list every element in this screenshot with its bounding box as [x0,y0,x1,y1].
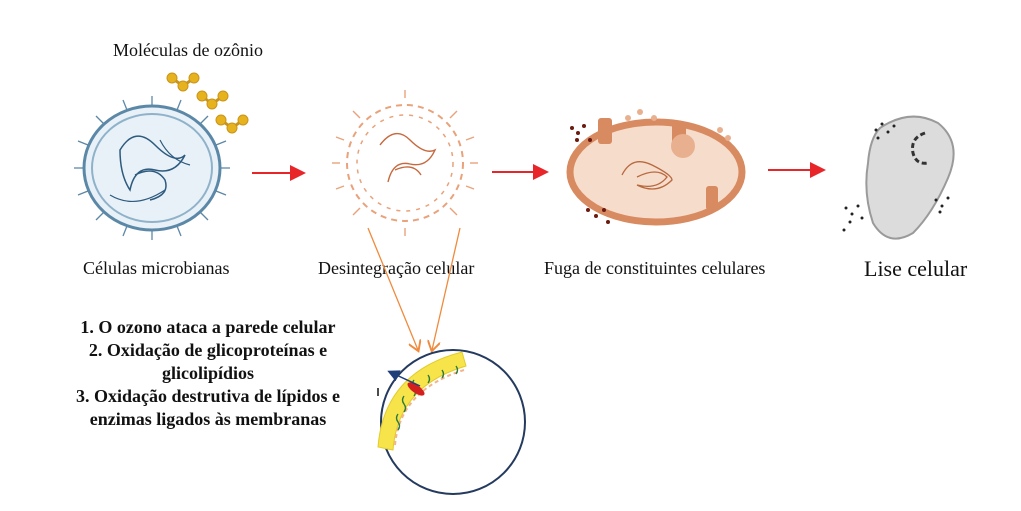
microbial-cells-label: Células microbianas [83,258,230,278]
leaking-cell-icon [566,109,746,226]
step-line-4: 3. Oxidação destrutiva de lípidos e [75,386,340,406]
step-line-5: enzimas ligados às membranas [89,409,327,429]
lysed-cell-icon [842,115,955,240]
mechanism-steps: 1. O ozono ataca a parede celular 2. Oxi… [36,316,380,431]
leakage-label: Fuga de constituintes celulares [544,258,766,278]
step-line-2: 2. Oxidação de glicoproteínas e [88,340,328,360]
step-line-3: glicolipídios [161,363,255,383]
process-arrows [252,162,826,181]
cell-wall-zoom-icon [377,349,526,495]
ozone-molecules-label: Moléculas de ozônio [113,40,263,60]
ozone-molecule-icon [166,72,249,134]
cell-disintegration-label: Desintegração celular [318,258,475,278]
microbial-cell-icon [74,96,230,240]
zoom-pointer-lines [367,227,461,350]
cell-lysis-label: Lise celular [864,256,968,281]
disintegrating-cell-icon [332,90,478,236]
step-line-1: 1. O ozono ataca a parede celular [80,317,336,337]
